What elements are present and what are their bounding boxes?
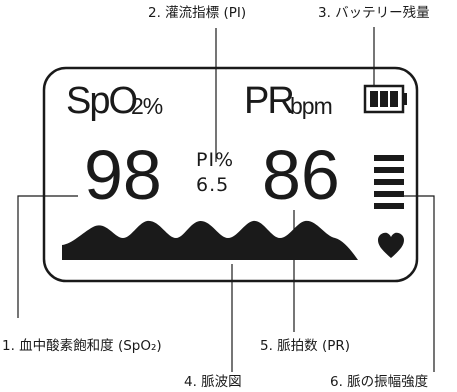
amplitude-bar bbox=[374, 191, 404, 197]
leader-spo2 bbox=[17, 195, 78, 318]
spo2-unit: 2% bbox=[131, 93, 163, 119]
pr-unit: bpm bbox=[290, 93, 333, 119]
callout-battery: 3. バッテリー残量 bbox=[318, 5, 430, 21]
pr-label: PR bbox=[244, 80, 295, 122]
battery-cell bbox=[390, 91, 398, 107]
display-frame bbox=[42, 66, 419, 283]
pi-value: 6.5 bbox=[196, 174, 230, 196]
callout-pi: 2. 灌流指標 (PI) bbox=[148, 5, 247, 21]
amplitude-bar bbox=[374, 179, 404, 185]
amplitude-bar-indicator bbox=[374, 155, 404, 209]
spo2-label: SpO bbox=[66, 80, 138, 122]
spo2-value: 98 bbox=[84, 136, 162, 214]
battery-icon bbox=[363, 84, 407, 114]
amplitude-bar bbox=[374, 167, 404, 173]
callout-pulse-wave: 4. 脈波図 bbox=[184, 374, 242, 390]
amplitude-bar bbox=[374, 155, 404, 161]
pulse-waveform bbox=[62, 220, 358, 260]
callout-pulse-amplitude: 6. 脈の振幅強度 bbox=[330, 374, 429, 390]
amplitude-bar bbox=[374, 203, 404, 209]
pi-label: PI% bbox=[196, 149, 235, 171]
pr-value: 86 bbox=[262, 136, 340, 214]
battery-cell bbox=[370, 91, 378, 107]
callout-pulse-rate: 5. 脈拍数 (PR) bbox=[260, 338, 351, 354]
leader-lines bbox=[17, 27, 435, 372]
leader-pulse-amplitude bbox=[404, 195, 435, 372]
heart-icon bbox=[378, 232, 404, 258]
battery-cell bbox=[380, 91, 388, 107]
callout-spo2: 1. 血中酸素飽和度 (SpO₂) bbox=[2, 338, 162, 354]
